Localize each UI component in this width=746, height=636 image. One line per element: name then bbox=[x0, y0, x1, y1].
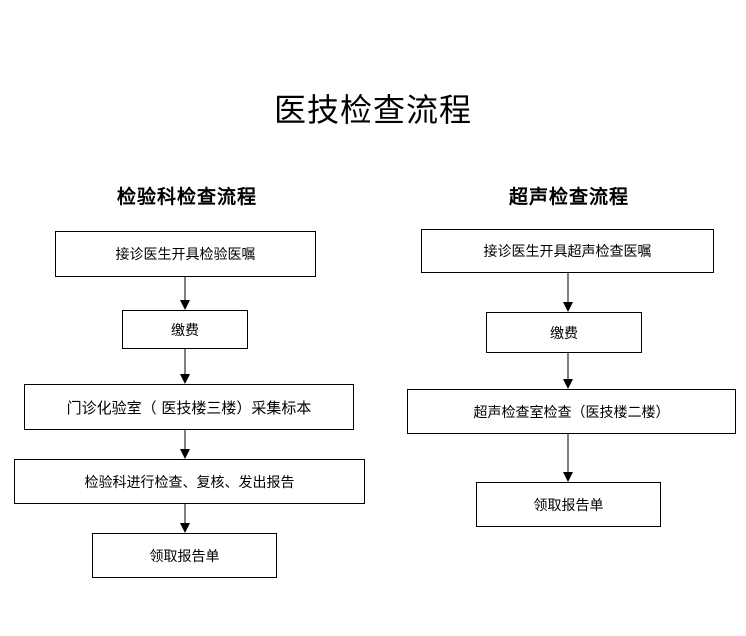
lab-step-order: 接诊医生开具检验医嘱 bbox=[55, 231, 316, 277]
page-title: 医技检查流程 bbox=[273, 91, 472, 129]
lab-step-collect-report: 领取报告单 bbox=[92, 533, 277, 578]
ultrasound-step-payment: 缴费 bbox=[486, 312, 642, 353]
lab-step-testing-report: 检验科进行检查、复核、发出报告 bbox=[14, 459, 365, 504]
lab-step-sample-collection: 门诊化验室（ 医技楼三楼）采集标本 bbox=[24, 384, 354, 430]
lab-step-payment: 缴费 bbox=[122, 310, 248, 349]
ultrasound-flow-heading: 超声检查流程 bbox=[508, 186, 629, 208]
ultrasound-step-exam: 超声检查室检查（医技楼二楼） bbox=[407, 389, 736, 434]
ultrasound-step-order: 接诊医生开具超声检查医嘱 bbox=[421, 229, 714, 273]
lab-flow-heading: 检验科检查流程 bbox=[116, 186, 257, 208]
ultrasound-step-collect-report: 领取报告单 bbox=[476, 482, 661, 527]
